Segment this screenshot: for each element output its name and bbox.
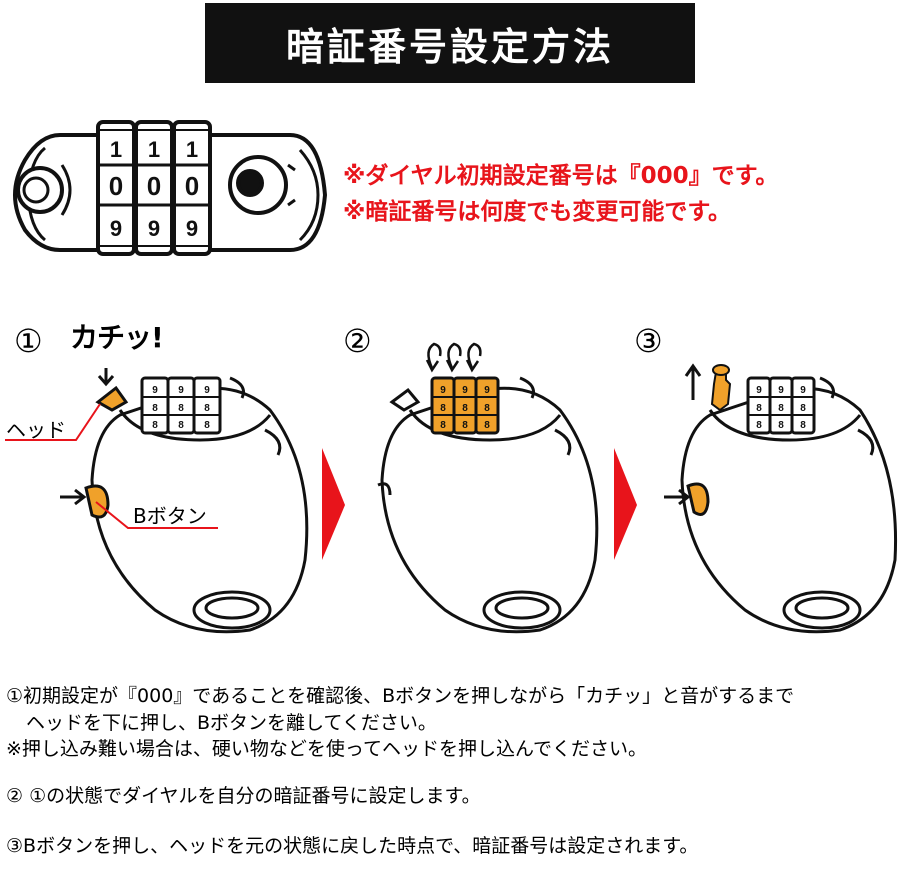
dial-digit-bot-2: 9 bbox=[148, 216, 160, 241]
step1-dial-row2-1: 8 bbox=[152, 403, 158, 414]
dial-digit-top-1: 1 bbox=[110, 137, 122, 162]
step1-lock-illustration bbox=[84, 376, 309, 634]
note-initial-code: ※ダイヤル初期設定番号は『000』です。 bbox=[343, 163, 779, 189]
instruction-step2: ② ①の状態でダイヤルを自分の暗証番号に設定します。 bbox=[6, 784, 481, 807]
page-title: 暗証番号設定方法 bbox=[285, 24, 614, 69]
instruction-step1-line1: ①初期設定が『000』であることを確認後、Bボタンを押しながら「カチッ」と音がす… bbox=[6, 685, 795, 707]
step2-dial-row3-1: 8 bbox=[440, 420, 446, 431]
step3-dial-row3-2: 8 bbox=[778, 420, 784, 431]
step3-dial-row1-1: 9 bbox=[756, 385, 762, 396]
step2-dial-row1-3: 9 bbox=[484, 385, 490, 396]
dial-digit-mid-1: 0 bbox=[109, 171, 123, 201]
step3-dial-row2-2: 8 bbox=[778, 403, 784, 414]
step-3-number: ③ bbox=[634, 322, 663, 360]
red-arrow-1 bbox=[322, 448, 345, 560]
top-dial-group bbox=[96, 120, 212, 256]
red-arrow-2 bbox=[614, 448, 637, 560]
dial-digit-top-2: 1 bbox=[148, 137, 160, 162]
instruction-step3: ③Bボタンを押し、ヘッドを元の状態に戻した時点で、暗証番号は設定されます。 bbox=[6, 835, 699, 858]
step2-dial-row3-2: 8 bbox=[462, 420, 468, 431]
step3-lock-illustration bbox=[680, 364, 898, 634]
dial-digit-top-3: 1 bbox=[186, 137, 198, 162]
step1-dial-row3-3: 8 bbox=[204, 420, 210, 431]
instruction-step1-line2: ヘッドを下に押し、Bボタンを離してください。 bbox=[26, 711, 437, 734]
step3-dial-row1-3: 9 bbox=[800, 385, 806, 396]
step1-dial-row3-1: 8 bbox=[152, 420, 158, 431]
step1-dial-row2-2: 8 bbox=[178, 403, 184, 414]
step3-dial-row2-3: 8 bbox=[800, 403, 806, 414]
step2-dial-row2-1: 8 bbox=[440, 403, 446, 414]
step3-dial-row2-1: 8 bbox=[756, 403, 762, 414]
step1-dial-row1-1: 9 bbox=[152, 385, 158, 396]
step2-dial-row1-1: 9 bbox=[440, 385, 446, 396]
step3-dial-row3-1: 8 bbox=[756, 420, 762, 431]
click-sound-label: カチッ! bbox=[70, 321, 164, 354]
step1-dial-row3-2: 8 bbox=[178, 420, 184, 431]
step2-lock-illustration bbox=[377, 376, 599, 634]
dial-digit-bot-1: 9 bbox=[110, 216, 122, 241]
instruction-note: ※押し込み難い場合は、硬い物などを使ってヘッドを押し込んでください。 bbox=[6, 738, 648, 761]
step-1-number: ① bbox=[14, 322, 43, 360]
step3-dial-row3-3: 8 bbox=[800, 420, 806, 431]
step2-dial-row1-2: 9 bbox=[462, 385, 468, 396]
step3-dial-row1-2: 9 bbox=[778, 385, 784, 396]
b-button-label: Bボタン bbox=[133, 504, 207, 528]
instructions-block: ①初期設定が『000』であることを確認後、Bボタンを押しながら「カチッ」と音がす… bbox=[6, 683, 794, 860]
notes-block: ※ダイヤル初期設定番号は『000』です。 ※暗証番号は何度でも変更可能です。 bbox=[343, 158, 778, 230]
dial-digit-mid-2: 0 bbox=[147, 171, 161, 201]
step1-dial-row1-3: 9 bbox=[204, 385, 210, 396]
step-2-number: ② bbox=[343, 322, 372, 360]
note-changeable: ※暗証番号は何度でも変更可能です。 bbox=[343, 199, 732, 225]
step1-dial-row2-3: 8 bbox=[204, 403, 210, 414]
step2-dial-row2-2: 8 bbox=[462, 403, 468, 414]
head-label: ヘッド bbox=[6, 418, 66, 442]
dial-digit-mid-3: 0 bbox=[185, 171, 199, 201]
step2-dial-row2-3: 8 bbox=[484, 403, 490, 414]
title-banner: 暗証番号設定方法 bbox=[205, 3, 695, 83]
step1-dial-row1-2: 9 bbox=[178, 385, 184, 396]
top-lock-illustration bbox=[13, 120, 328, 256]
dial-digit-bot-3: 9 bbox=[186, 216, 198, 241]
step2-dial-row3-3: 8 bbox=[484, 420, 490, 431]
